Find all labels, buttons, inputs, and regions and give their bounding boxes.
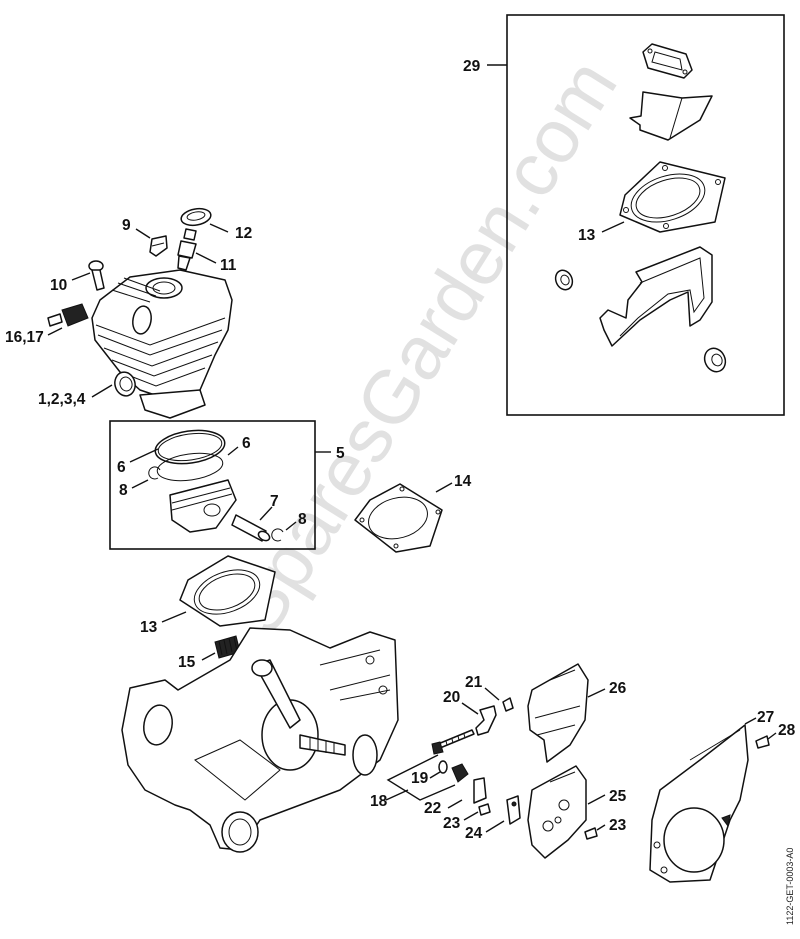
- tensioner-plate-20: [475, 705, 497, 736]
- o-ring-19: [438, 760, 448, 774]
- callout-18[interactable]: 18: [370, 793, 388, 810]
- screw-10: [88, 260, 105, 291]
- callout-10[interactable]: 10: [50, 277, 67, 294]
- decompression-valve-11: [177, 228, 197, 271]
- circlip-left: [148, 466, 161, 480]
- callout-26[interactable]: 26: [609, 680, 627, 697]
- bracket-18: [386, 754, 456, 801]
- crankcase: [121, 627, 399, 853]
- callout-1-2-3-4[interactable]: 1,2,3,4: [38, 391, 86, 408]
- chain-catcher-24: [506, 795, 521, 825]
- callout-13-kit[interactable]: 13: [578, 227, 596, 244]
- gasket-14: [354, 483, 443, 553]
- watermark: SparesGarden.com: [212, 45, 633, 649]
- cover-26: [527, 663, 589, 763]
- callout-12[interactable]: 12: [235, 225, 252, 242]
- callout-21[interactable]: 21: [465, 674, 483, 691]
- cover-25: [527, 765, 587, 859]
- cylinder-gasket-kit: [619, 161, 726, 233]
- callout-20[interactable]: 20: [443, 689, 460, 706]
- callout-23-left[interactable]: 23: [443, 815, 461, 832]
- callout-9[interactable]: 9: [122, 217, 131, 234]
- piston: [154, 429, 237, 533]
- gasket-13: [179, 555, 276, 627]
- adjusting-screw: [431, 729, 475, 755]
- callout-6-right[interactable]: 6: [242, 435, 251, 452]
- oil-seal-right: [703, 347, 727, 373]
- thrust-pad: [451, 763, 469, 783]
- callout-7[interactable]: 7: [270, 493, 279, 510]
- piston-group: 5 6 6 8 7 8: [109, 420, 345, 550]
- callout-28[interactable]: 28: [778, 722, 796, 739]
- spark-plug: [47, 303, 89, 327]
- screw-23-right: [584, 827, 598, 840]
- callout-6-left[interactable]: 6: [117, 459, 126, 476]
- exhaust-gasket: [642, 43, 693, 79]
- crankcase-gasket: [599, 246, 713, 347]
- cap-12: [180, 207, 212, 227]
- heat-shield: [629, 91, 713, 141]
- screw-23-left: [478, 803, 491, 816]
- callout-14[interactable]: 14: [454, 473, 472, 490]
- callout-8-right[interactable]: 8: [298, 511, 307, 528]
- circlip-right: [271, 528, 284, 542]
- callout-19[interactable]: 19: [411, 770, 429, 787]
- cylinder-group: 9 12 11 10 16,17: [5, 207, 252, 419]
- callout-27[interactable]: 27: [757, 709, 774, 726]
- oil-seal-left: [554, 269, 574, 291]
- guide-22: [473, 777, 487, 804]
- callout-13[interactable]: 13: [140, 619, 158, 636]
- callout-16-17[interactable]: 16,17: [5, 329, 44, 346]
- plug-9: [149, 235, 168, 257]
- callout-22[interactable]: 22: [424, 800, 441, 817]
- callout-23-right[interactable]: 23: [609, 817, 627, 834]
- callout-8-left[interactable]: 8: [119, 482, 128, 499]
- screw-21: [502, 697, 514, 712]
- cover-27: [649, 724, 749, 883]
- callout-15[interactable]: 15: [178, 654, 196, 671]
- screw-28: [755, 735, 770, 749]
- callout-11[interactable]: 11: [220, 257, 237, 274]
- gasket-kit-group: 29 13: [463, 14, 785, 416]
- piston-pin: [231, 514, 271, 542]
- piston-kit-frame: [109, 420, 316, 550]
- callout-24[interactable]: 24: [465, 825, 483, 842]
- tensioner-group: 21 20 19 18 22 23: [370, 674, 521, 842]
- drawing-code: 1122-GET-0003-A0: [785, 848, 795, 925]
- callout-25[interactable]: 25: [609, 788, 627, 805]
- callout-5[interactable]: 5: [336, 445, 345, 462]
- callout-29[interactable]: 29: [463, 58, 481, 75]
- gasket-kit-frame: [506, 14, 785, 416]
- cylinder: [91, 269, 233, 419]
